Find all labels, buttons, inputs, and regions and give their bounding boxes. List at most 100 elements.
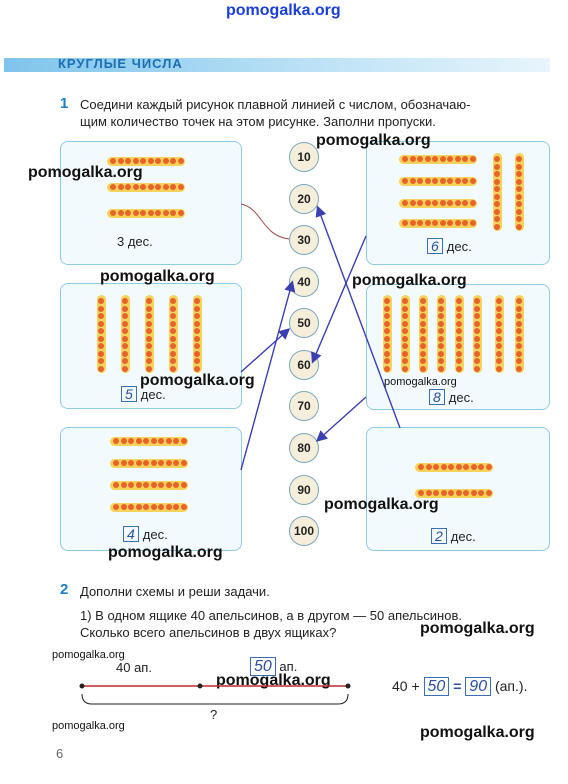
mid-right-col-dot [384,320,390,327]
mid-left-col-dot [146,365,152,372]
top-right-col-dot [516,156,522,162]
mid-left-col-dot [194,328,200,334]
mid-right-col-dot [496,305,502,312]
bottom-left-row-dot [135,438,142,444]
bottom-left-row-dot [135,504,142,510]
card-bottom-left-answer[interactable]: 4 [123,526,139,542]
mid-right-col-dot [516,320,522,327]
mid-left-col-dot [170,358,176,364]
mid-right-col-dot [384,335,390,342]
mid-right-col-dot [474,328,480,334]
equation-result[interactable]: 90 [465,677,492,696]
mid-left-col-dot [194,313,200,319]
top-right-row-dot [447,178,453,184]
mid-right-col-dot [516,358,522,364]
mid-left-col-dot [170,343,176,349]
bottom-right-row-bar [415,488,493,498]
bottom-left-row-dot [143,438,149,444]
top-left-row-dot [117,184,124,190]
number-circle-80[interactable]: 80 [289,433,319,463]
top-right-col-dot [516,171,522,177]
card-top-right-answer[interactable]: 6 [427,238,443,254]
top-right-row-dot [439,200,446,206]
mid-right-col-bar [436,295,446,373]
mid-right-col-dot [420,313,426,319]
mid-right-col-dot [420,358,426,364]
mid-right-col-dot [402,298,408,304]
mid-left-col-bar [168,295,178,373]
top-left-row-dot [147,210,154,216]
top-right-row-dot [454,156,461,162]
mid-right-col-dot [402,350,408,357]
bottom-left-row-dot [113,504,119,510]
mid-right-col-bar [382,295,392,373]
mid-left-col-dot [194,343,200,349]
bottom-left-row-dot [173,504,179,510]
bottom-left-row-dot [120,460,127,466]
top-left-row-dot [125,158,131,164]
top-right-row-dot [447,200,453,206]
top-right-row-dot [447,156,453,162]
top-left-row-dot [132,210,139,216]
top-left-row-dot [177,184,184,190]
mid-right-col-dot [402,320,408,327]
mid-right-col-dot [420,335,426,342]
bottom-right-row-dot [433,464,439,470]
equation-answer-b[interactable]: 50 [423,677,450,696]
mid-right-col-dot [474,365,480,372]
mid-right-col-dot [438,305,444,312]
mid-left-col-dot [122,313,128,319]
number-circle-30[interactable]: 30 [289,225,319,255]
number-circle-60[interactable]: 60 [289,350,319,380]
number-circle-10[interactable]: 10 [289,142,319,172]
top-right-row-dot [447,220,453,226]
bottom-left-row-dot [173,438,179,444]
top-right-row-dot [417,200,423,206]
number-circle-50[interactable]: 50 [289,308,319,338]
mid-right-col-dot [474,343,480,349]
bottom-left-row-dot [120,438,127,444]
card-bottom-right-answer[interactable]: 2 [431,528,447,544]
bottom-right-row-dot [433,490,439,496]
top-left-row-bar [107,156,185,166]
bottom-left-row-dot [135,460,142,466]
number-circle-20[interactable]: 20 [289,184,319,214]
mid-right-col-dot [456,350,462,357]
mid-left-col-dot [98,313,104,319]
card-mid-left-answer[interactable]: 5 [121,386,137,402]
mid-left-col-dot [122,305,128,312]
task2-number: 2 [60,581,69,598]
mid-right-col-dot [516,350,522,357]
top-left-row-dot [177,158,184,164]
section-header-bar [4,58,550,72]
number-circle-90[interactable]: 90 [289,475,319,505]
bottom-right-row-dot [455,464,462,470]
mid-right-col-dot [402,343,408,349]
top-left-row-dot [110,158,116,164]
mid-right-col-dot [456,358,462,364]
mid-right-col-dot [384,328,390,334]
mid-right-col-dot [516,298,522,304]
top-left-row-dot [125,210,131,216]
number-circle-100[interactable]: 100 [289,516,319,546]
top-right-row-dot [432,200,438,206]
mid-left-col-dot [170,365,176,372]
top-right-col-dot [494,216,500,222]
watermark-13: pomogalka.org [420,724,535,741]
bottom-left-row-dot [165,460,172,466]
top-right-row-dot [439,220,446,226]
scheme-left-label: 40 ап. [116,660,152,675]
mid-right-col-dot [420,298,426,304]
watermark-5: pomogalka.org [140,372,255,389]
bottom-left-row-dot [113,460,119,466]
card-mid-right-answer[interactable]: 8 [429,389,445,405]
mid-right-col-dot [474,298,480,304]
mid-right-col-dot [402,305,408,312]
number-circle-70[interactable]: 70 [289,391,319,421]
top-left-row-dot [162,158,169,164]
top-left-row-dot [162,210,169,216]
scheme-right-answer[interactable]: 50 [250,657,276,676]
mid-right-col-dot [402,313,408,319]
mid-right-col-dot [420,343,426,349]
